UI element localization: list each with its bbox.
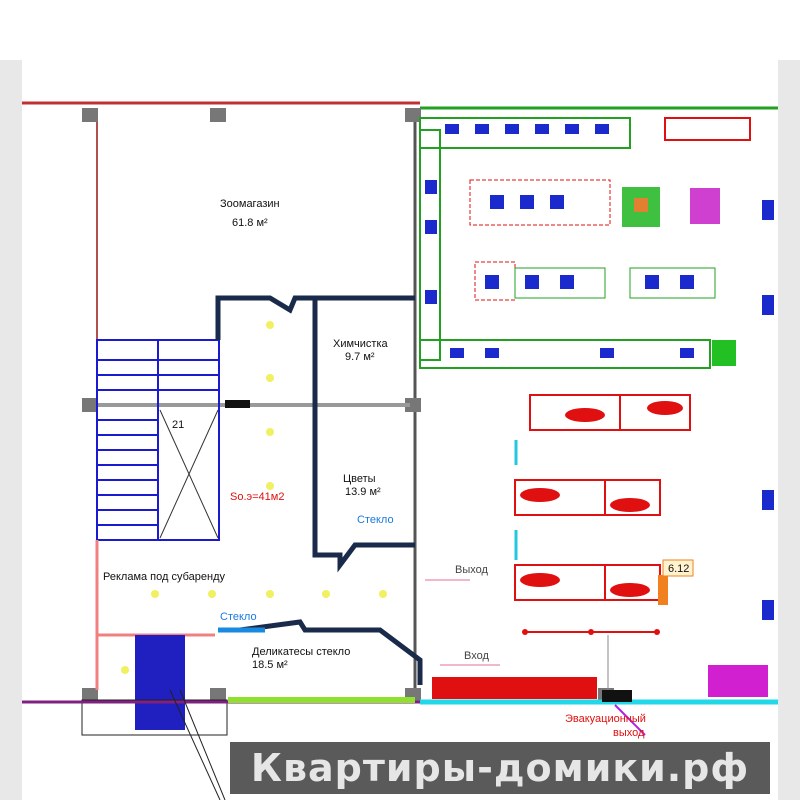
entrance-mat — [135, 635, 185, 730]
ceiling-lights — [121, 321, 387, 674]
right-margin — [778, 60, 800, 800]
left-margin — [0, 60, 22, 800]
shelf-fixtures — [425, 124, 774, 620]
flowers-area: 13.9 м² — [345, 486, 381, 498]
deli-name: Деликатесы стекло — [252, 646, 350, 658]
dry-cleaning-name: Химчистка — [333, 338, 389, 350]
shelving — [419, 117, 751, 369]
pet-store-area: 61.8 м² — [232, 217, 268, 229]
common-area-label: Sо.э=41м2 — [230, 491, 284, 503]
glass-label-1: Стекло — [357, 514, 394, 526]
flowers-name: Цветы — [343, 473, 376, 485]
ad-sublease-label: Реклама под субаренду — [103, 571, 226, 583]
evac-exit-label-1: Эвакуационный — [565, 713, 646, 725]
dry-cleaning-area: 9.7 м² — [345, 351, 375, 363]
tag-612: 6.12 — [668, 563, 689, 575]
evac-exit-label-2: выход — [613, 727, 645, 739]
columns — [82, 108, 614, 702]
pet-store-name: Зоомагазин — [220, 198, 280, 210]
deli-area: 18.5 м² — [252, 659, 288, 671]
staircase — [96, 339, 220, 541]
glass-label-2: Стекло — [220, 611, 257, 623]
stair-number: 21 — [172, 419, 184, 431]
exit-label: Выход — [455, 564, 488, 576]
entrance-gate — [432, 677, 597, 699]
entrance-label: Вход — [464, 650, 489, 662]
watermark: Квартиры-домики.рф — [230, 742, 770, 794]
